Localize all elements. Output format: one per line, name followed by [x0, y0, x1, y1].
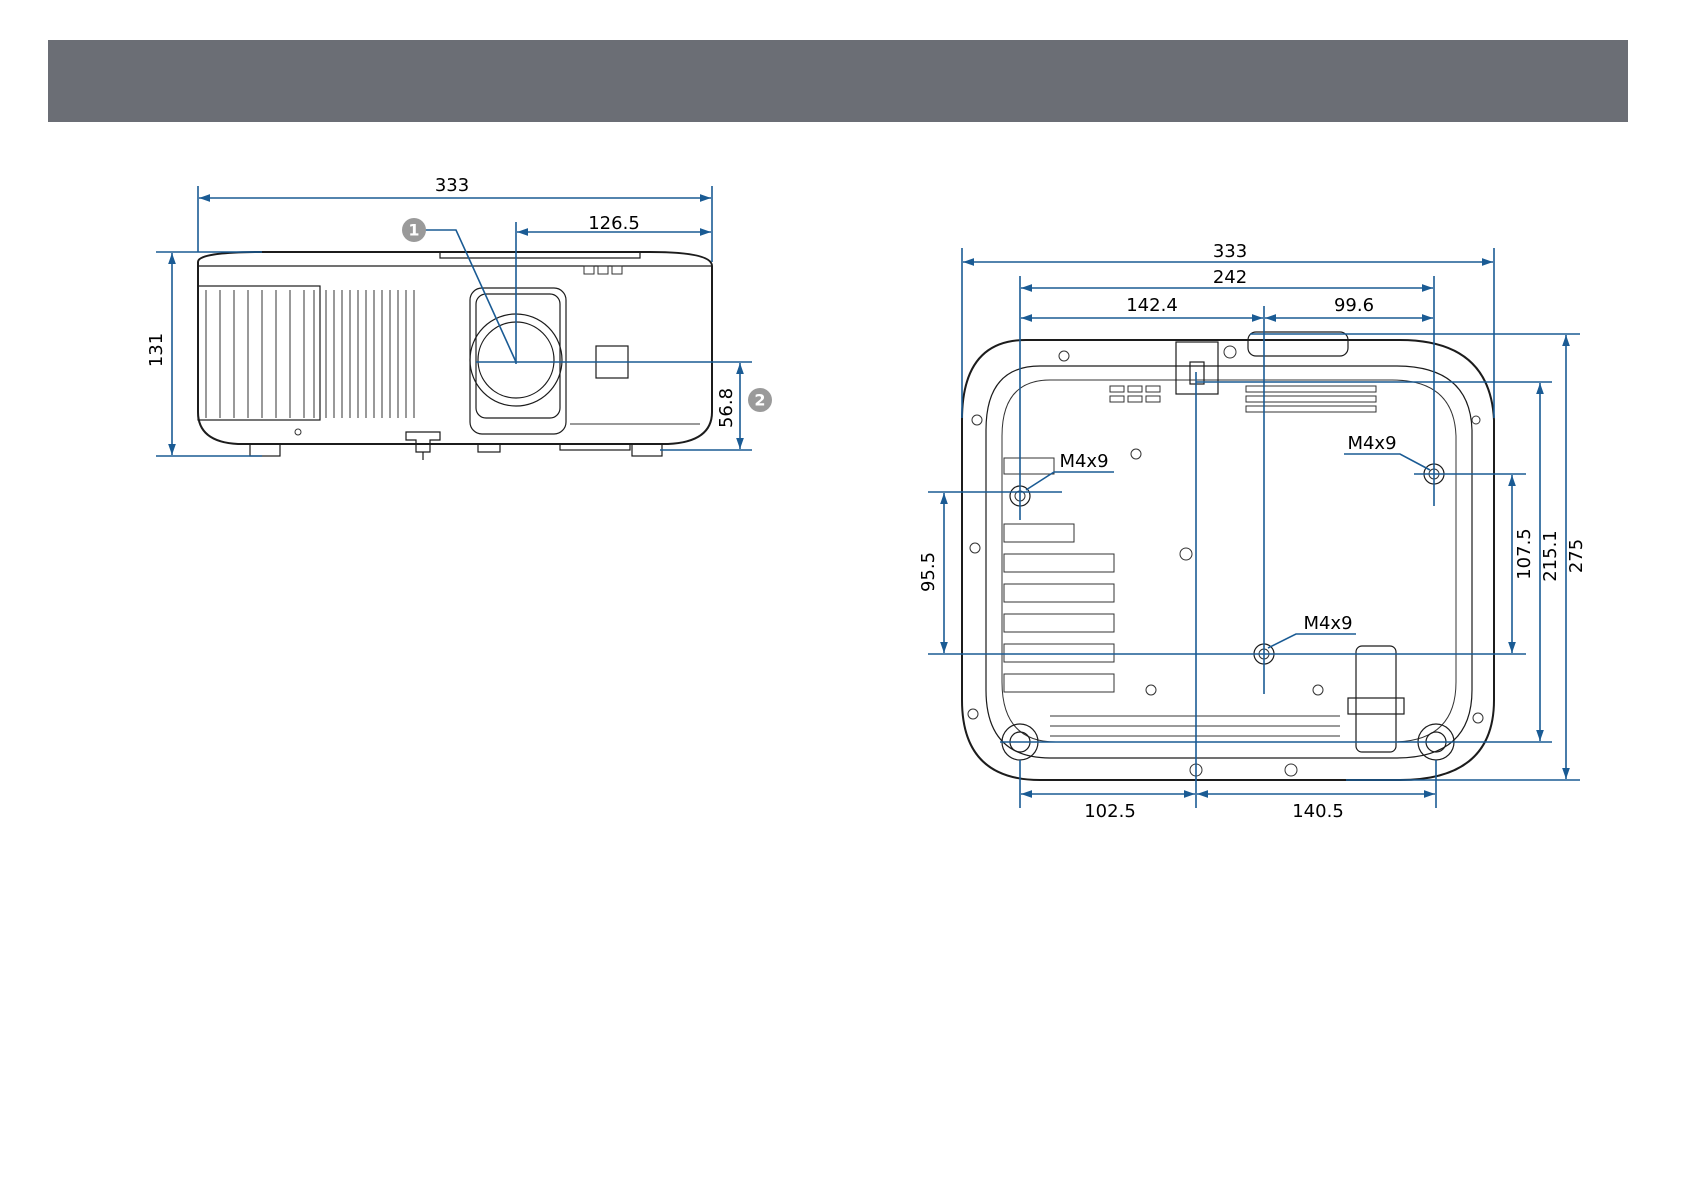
dim-bottom-width: 333 [1213, 241, 1247, 262]
dim-hole-span: 242 [1213, 267, 1247, 288]
dim-front-width: 333 [435, 175, 469, 196]
callout-label-1: 1 [408, 221, 419, 240]
vent-grille-left [206, 290, 314, 418]
vent-grille-right [326, 290, 414, 418]
callout-marker-2: 2 [748, 388, 772, 412]
callout-marker-1: 1 [402, 218, 426, 242]
screw-label-right: M4x9 [1347, 433, 1396, 454]
dim-front-right: 140.5 [1292, 801, 1344, 822]
dim-hole-right-offset: 99.6 [1334, 295, 1374, 316]
dim-hole-left-offset: 142.4 [1126, 295, 1178, 316]
dim-hole-depth-right: 107.5 [1514, 528, 1535, 580]
dim-depth-inner: 215.1 [1540, 530, 1561, 582]
screw-label-center: M4x9 [1303, 613, 1352, 634]
bottom-view-diagram: 333 242 142.4 99.6 275 215.1 107.5 95.5 … [842, 0, 1684, 1190]
screw-label-left: M4x9 [1059, 451, 1108, 472]
dim-front-left: 102.5 [1084, 801, 1136, 822]
dim-hole-depth-left: 95.5 [918, 552, 939, 592]
dim-depth: 275 [1566, 539, 1587, 573]
projector-front-body [198, 252, 712, 460]
lens-housing [470, 288, 566, 434]
dim-lens-height: 56.8 [716, 388, 737, 428]
dim-lens-offset: 126.5 [588, 213, 640, 234]
front-view-diagram: 333 126.5 131 56.8 1 2 [0, 0, 842, 1190]
dim-front-height: 131 [146, 333, 167, 367]
front-dimensions [156, 186, 752, 456]
callout-label-2: 2 [754, 391, 765, 410]
vent-slots-top [1110, 386, 1376, 412]
projector-bottom-body [962, 332, 1494, 780]
adjustable-feet [250, 432, 662, 460]
